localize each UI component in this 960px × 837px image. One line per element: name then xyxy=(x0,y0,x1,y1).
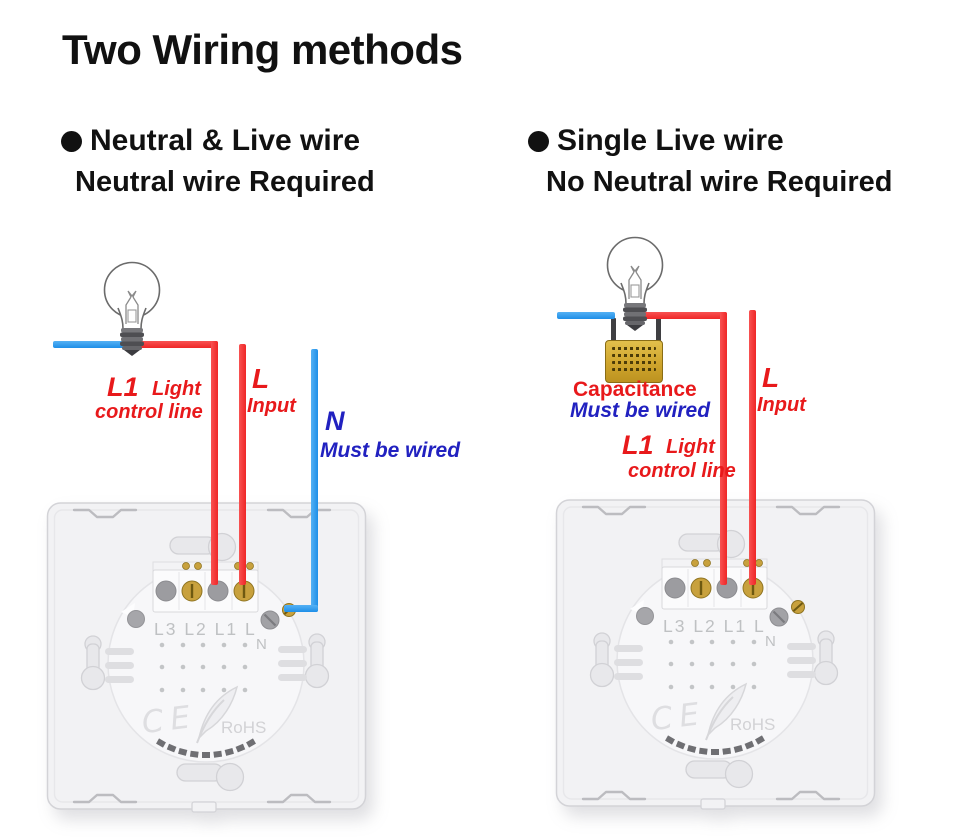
terminal-hole-l3 xyxy=(664,577,686,599)
plate-bottom-notch xyxy=(700,798,726,810)
module-screw-left xyxy=(127,610,145,628)
label-l: L xyxy=(762,362,780,393)
label-l1-desc-bottom: control line xyxy=(628,460,736,482)
switch-back-panel: L3 L2 L1 L N CE RoHS xyxy=(555,499,876,810)
rohs-label: RoHS xyxy=(221,718,266,737)
label-l1-desc-top: Light xyxy=(666,436,715,458)
live-input-wire xyxy=(749,310,756,585)
ce-mark: CE xyxy=(649,696,708,738)
terminal-screw-l2 xyxy=(690,559,712,599)
neutral-wire xyxy=(557,312,615,319)
terminal-hole-l1 xyxy=(207,580,229,602)
page-title: Two Wiring methods xyxy=(62,26,463,73)
ce-mark: CE xyxy=(140,699,199,741)
light-bulb-icon xyxy=(606,236,664,331)
bullet-icon xyxy=(61,131,82,152)
n-terminal-label: N xyxy=(256,636,267,653)
label-l: L xyxy=(252,363,270,394)
neutral-wire xyxy=(53,341,125,348)
method-right-subheading: No Neutral wire Required xyxy=(546,166,893,198)
capacitor-marking xyxy=(612,368,656,371)
terminal-dividers xyxy=(687,569,742,607)
plate-bottom-notch xyxy=(191,801,217,813)
keyhole-slot-left xyxy=(589,632,615,688)
label-l1: L1 xyxy=(622,430,654,460)
method-right-heading: Single Live wire xyxy=(557,124,784,157)
label-l-desc: Input xyxy=(247,395,296,417)
terminal-screw-l2 xyxy=(181,562,203,602)
capacitor-marking xyxy=(612,347,656,350)
keyhole-slot-left xyxy=(80,635,106,691)
capacitor-marking xyxy=(612,354,656,357)
label-n-desc: Must be wired xyxy=(320,439,461,462)
vent-slots xyxy=(105,646,307,683)
corner-marks xyxy=(581,505,841,801)
switch-device-right: L3 L2 L1 L N CE RoHS xyxy=(555,497,877,817)
label-l1-desc-bottom: control line xyxy=(95,401,203,423)
light-bulb-icon xyxy=(103,261,161,356)
n-terminal-label: N xyxy=(765,633,776,650)
method-left-subheading: Neutral wire Required xyxy=(75,166,375,198)
bullet-icon xyxy=(528,131,549,152)
capacitor-lead xyxy=(656,318,661,344)
module-castellation xyxy=(665,735,765,755)
live-wire xyxy=(642,312,727,319)
mounting-slot-bottom xyxy=(685,759,754,789)
keyhole-slot-right xyxy=(304,633,330,689)
capacitor-marking xyxy=(612,361,656,364)
neutral-wire xyxy=(311,349,318,612)
dot-grid xyxy=(159,642,248,693)
capacitor-lead xyxy=(611,318,616,344)
mounting-slot-bottom xyxy=(176,762,245,792)
live-wire xyxy=(133,341,218,348)
feather-icon xyxy=(705,682,748,741)
keyhole-slot-right xyxy=(813,630,839,686)
terminal-dividers xyxy=(178,572,233,610)
label-capacitance-desc: Must be wired xyxy=(570,399,711,422)
terminal-hole-l3 xyxy=(155,580,177,602)
live-input-wire xyxy=(239,344,246,585)
label-capacitance: Capacitance xyxy=(573,378,697,401)
terminal-labels: L3 L2 L1 L xyxy=(154,619,257,639)
rohs-label: RoHS xyxy=(730,715,775,734)
switch-device-left: L3 L2 L1 L N CE RoHS xyxy=(46,500,368,820)
label-l1: L1 xyxy=(107,372,139,402)
feather-icon xyxy=(196,685,239,744)
neutral-wire xyxy=(284,605,318,612)
module-screw-left xyxy=(636,607,654,625)
terminal-labels: L3 L2 L1 L xyxy=(663,616,766,636)
label-n: N xyxy=(325,406,345,436)
light-control-wire xyxy=(720,312,727,585)
dot-grid xyxy=(668,639,757,690)
module-castellation xyxy=(156,738,256,758)
capacitor xyxy=(605,340,663,383)
method-left-heading: Neutral & Live wire xyxy=(90,124,361,157)
vent-slots xyxy=(614,643,816,680)
light-control-wire xyxy=(211,341,218,585)
label-l-desc: Input xyxy=(757,394,806,416)
switch-back-panel: L3 L2 L1 L N CE RoHS xyxy=(46,502,367,813)
label-l1-desc-top: Light xyxy=(152,378,201,400)
n-terminal-screw xyxy=(769,600,805,627)
